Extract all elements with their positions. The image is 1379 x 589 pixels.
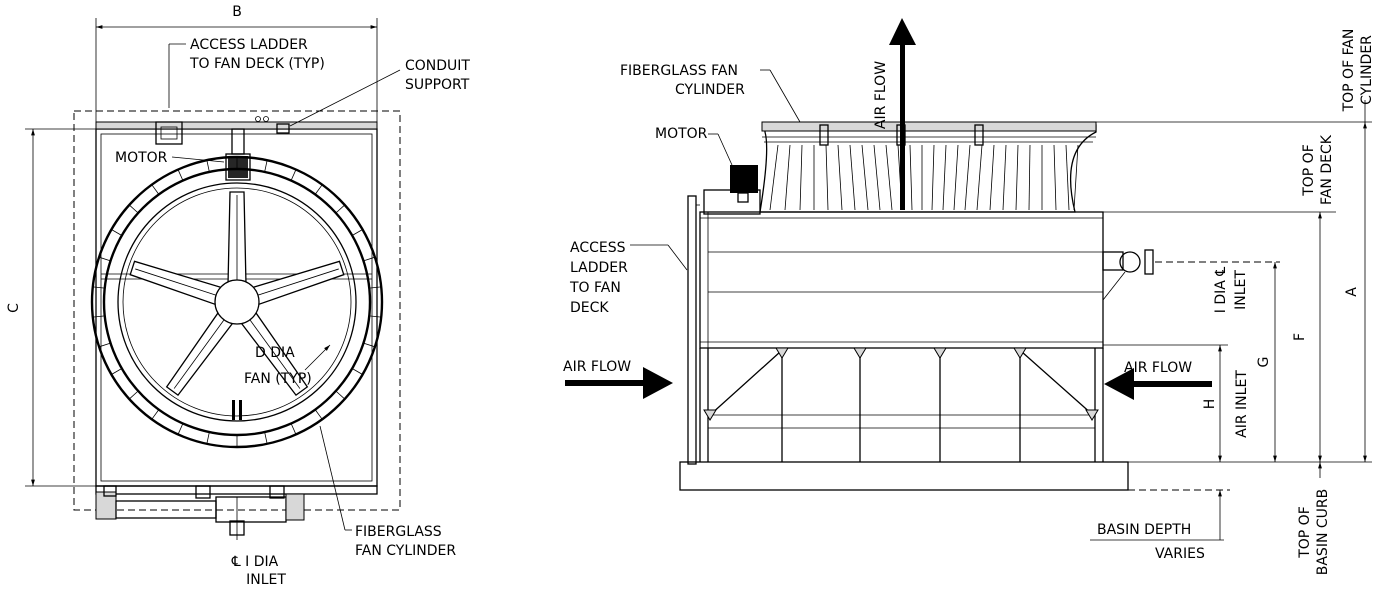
side-motor-label: MOTOR [655, 126, 708, 142]
side-inlet-label-1: I DIA ℄ [1213, 267, 1229, 314]
front-cylinder-label-2: FAN CYLINDER [355, 543, 456, 559]
side-fan-cylinder [759, 124, 1097, 213]
fan-deck [95, 121, 378, 130]
dim-h-sub-label: AIR INLET [1234, 370, 1250, 438]
front-inlet-label-1: ℄ I DIA [231, 554, 279, 570]
front-motor [225, 153, 251, 181]
fan-blades [129, 191, 345, 397]
top-fan-deck-label-1: TOP OF [1301, 144, 1317, 197]
side-ladder [687, 195, 697, 465]
side-view: AIR FLOW AIR FLOW AIR FLOW FIBERGLASS FA… [563, 18, 1375, 575]
front-view: B C [6, 4, 470, 588]
side-inlet-pipe [1119, 251, 1141, 273]
dim-a-label: A [1344, 287, 1360, 297]
air-flow-right-label: AIR FLOW [1124, 360, 1192, 376]
side-ladder-label-3: TO FAN [569, 280, 621, 296]
top-fan-cyl-label-1: TOP OF FAN [1341, 29, 1357, 113]
front-inlet-label-2: INLET [246, 572, 286, 588]
conduit-support [276, 123, 290, 134]
fan-hub [214, 279, 260, 325]
side-motor [730, 165, 758, 193]
air-flow-up-label: AIR FLOW [873, 61, 889, 129]
air-flow-right-arrow [1104, 368, 1134, 400]
front-conduit-label-1: CONDUIT [405, 58, 470, 74]
side-ladder-label-1: ACCESS [570, 240, 626, 256]
air-flow-up-arrow [889, 18, 916, 45]
top-basin-label-2: BASIN CURB [1315, 489, 1331, 575]
top-basin-label-1: TOP OF [1297, 506, 1313, 559]
side-ladder-label-2: LADDER [570, 260, 628, 276]
dim-h-label: H [1202, 399, 1218, 410]
dim-f-label: F [1292, 333, 1308, 341]
ladder-top [155, 121, 183, 145]
side-cylinder-label-1: FIBERGLASS FAN [620, 63, 738, 79]
basin-curb [679, 461, 1129, 491]
dim-b-label: B [232, 4, 242, 20]
front-cylinder-label-1: FIBERGLASS [355, 524, 442, 540]
front-fan-label-2: FAN (TYP) [244, 371, 312, 387]
top-fan-deck-label-2: FAN DECK [1319, 134, 1335, 205]
top-fan-cyl-label-2: CYLINDER [1359, 35, 1375, 105]
front-ladder-label-2: TO FAN DECK (TYP) [189, 56, 325, 72]
side-inlet-label-2: INLET [1233, 270, 1249, 310]
basin-depth-label-1: BASIN DEPTH [1097, 522, 1191, 538]
front-fan-label-1: D DIA [255, 345, 295, 361]
side-casing [699, 211, 1104, 349]
side-cylinder-label-2: CYLINDER [675, 82, 745, 98]
front-ladder-label-1: ACCESS LADDER [190, 37, 308, 53]
front-motor-label: MOTOR [115, 150, 168, 166]
front-conduit-label-2: SUPPORT [405, 77, 470, 93]
dim-g-label: G [1256, 357, 1272, 368]
dim-c-label: C [6, 303, 22, 313]
air-flow-left-arrow [643, 367, 673, 399]
air-flow-left-label: AIR FLOW [563, 359, 631, 375]
side-ladder-label-4: DECK [570, 300, 609, 316]
basin-depth-label-2: VARIES [1155, 546, 1205, 562]
